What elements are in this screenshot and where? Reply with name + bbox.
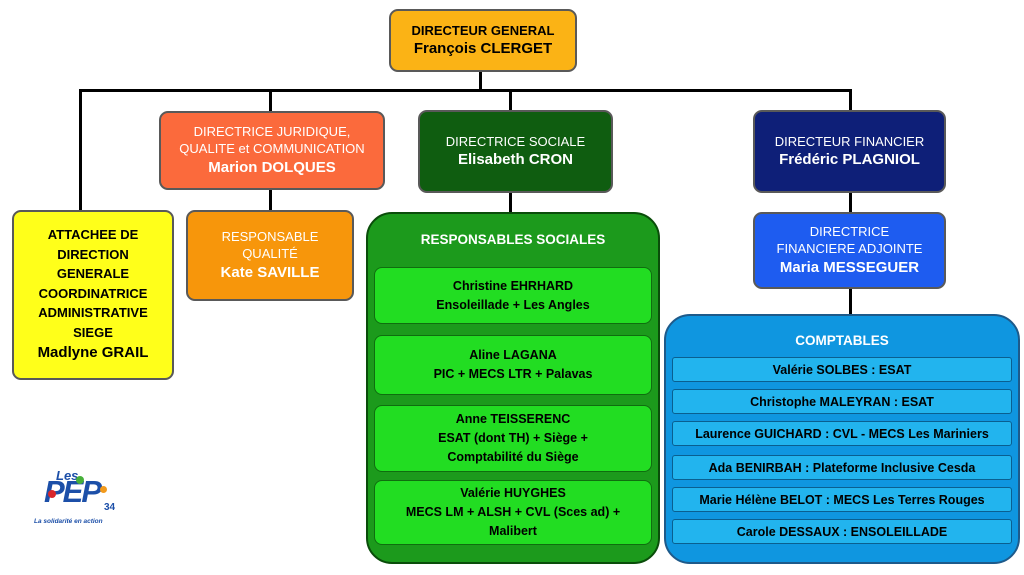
social-manager-card: Valérie HUYGHES MECS LM + ALSH + CVL (Sc… [374,480,652,545]
legal-title-line1: DIRECTRICE JURIDIQUE, [193,123,351,139]
assistant-line: GENERALE [56,266,130,282]
logo-figure-red [48,490,56,498]
ceo-name: François CLERGET [413,40,553,58]
quality-line2: QUALITÉ [242,246,298,262]
deputy-finance-box: DIRECTRICE FINANCIERE ADJOINTE Maria MES… [753,212,946,289]
connector-ceo-down [479,71,482,91]
logo-les: Les [56,468,79,483]
accountant-item: Christophe MALEYRAN : ESAT [672,389,1012,414]
manager-scope: PIC + MECS LTR + Palavas [433,367,593,381]
quality-name: Kate SAVILLE [220,263,320,281]
connector-social-managers [509,192,512,212]
social-manager-card: Christine EHRHARD Ensoleillade + Les Ang… [374,267,652,324]
manager-name: Christine EHRHARD [452,278,574,293]
social-title: DIRECTRICE SOCIALE [445,133,586,149]
assistant-line: DIRECTION [57,246,129,262]
finance-name: Frédéric PLAGNIOL [779,151,920,169]
connector-deputy-accountants [849,288,852,314]
pep-logo: Les PEP 34 La solidarité en action [34,468,134,534]
connector-finance-deputy [849,192,852,212]
social-managers-heading: RESPONSABLES SOCIALES [420,232,606,247]
deputy-name: Maria MESSEGUER [779,258,920,276]
connector-to-legal [269,89,272,111]
social-name: Elisabeth CRON [457,151,574,169]
manager-name: Valérie HUYGHES [460,486,566,501]
accountant-item: Laurence GUICHARD : CVL - MECS Les Marin… [672,421,1012,446]
legal-director-box: DIRECTRICE JURIDIQUE, QUALITE et COMMUNI… [159,111,385,190]
accountant-item: Marie Hélène BELOT : MECS Les Terres Rou… [672,487,1012,512]
social-manager-card: Anne TEISSERENC ESAT (dont TH) + Siège +… [374,405,652,472]
finance-director-box: DIRECTEUR FINANCIER Frédéric PLAGNIOL [753,110,946,193]
connector-main-horizontal [80,89,851,92]
assistant-line: ATTACHEE DE [47,227,139,243]
accountant-item: Carole DESSAUX : ENSOLEILLADE [672,519,1012,544]
ceo-title: DIRECTEUR GENERAL [411,22,555,38]
manager-scope: ESAT (dont TH) + Siège + [438,431,588,446]
social-manager-card: Aline LAGANA PIC + MECS LTR + Palavas [374,335,652,395]
manager-scope: Ensoleillade + Les Angles [436,297,590,312]
deputy-line1: DIRECTRICE [809,223,890,239]
assistant-line: SIEGE [73,324,113,340]
manager-scope: MECS LM + ALSH + CVL (Sces ad) + [405,505,621,520]
assistant-box: ATTACHEE DE DIRECTION GENERALE COORDINAT… [12,210,174,380]
connector-legal-quality [269,189,272,211]
assistant-line: ADMINISTRATIVE [38,305,148,321]
logo-number: 34 [104,502,116,513]
legal-title-line2: QUALITE et COMMUNICATION [179,141,365,157]
connector-to-finance [849,89,852,111]
quality-line1: RESPONSABLE [221,228,319,244]
connector-to-social [509,89,512,111]
logo-figure-green [76,476,84,484]
connector-to-assistant [79,89,82,210]
accountants-heading: COMPTABLES [795,333,889,348]
manager-scope: Malibert [489,523,537,538]
quality-box: RESPONSABLE QUALITÉ Kate SAVILLE [186,210,354,301]
logo-tagline: La solidarité en action [34,518,103,525]
manager-name: Anne TEISSERENC [455,412,571,427]
legal-name: Marion DOLQUES [208,158,336,176]
accountant-item: Valérie SOLBES : ESAT [672,357,1012,382]
deputy-line2: FINANCIERE ADJOINTE [776,241,923,257]
assistant-name: Madlyne GRAIL [37,344,149,362]
manager-scope: Comptabilité du Siège [447,449,579,464]
manager-name: Aline LAGANA [469,348,557,363]
accountant-item: Ada BENIRBAH : Plateforme Inclusive Cesd… [672,455,1012,480]
ceo-box: DIRECTEUR GENERAL François CLERGET [389,9,577,72]
assistant-line: COORDINATRICE [38,285,148,301]
finance-title: DIRECTEUR FINANCIER [774,133,925,149]
logo-figure-orange [100,486,107,493]
social-director-box: DIRECTRICE SOCIALE Elisabeth CRON [418,110,613,193]
